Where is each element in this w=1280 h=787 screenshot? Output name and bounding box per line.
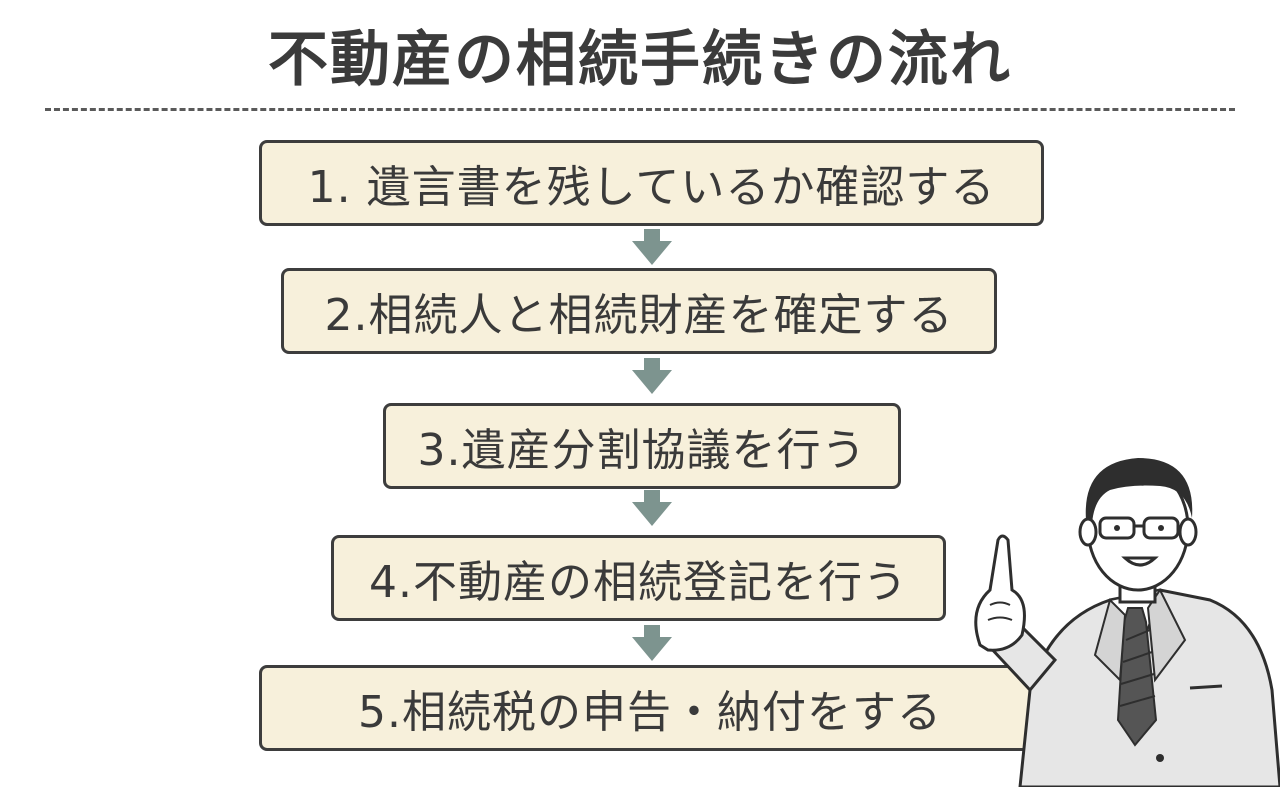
- dashed-divider: [45, 108, 1235, 111]
- arrow-down-icon: [632, 625, 672, 661]
- step-3-box: 3.遺産分割協議を行う: [383, 403, 901, 489]
- arrow-down-icon: [632, 229, 672, 265]
- businessman-pointing-icon: [974, 458, 1280, 787]
- diagram-title: 不動産の相続手続きの流れ: [268, 25, 1012, 95]
- step-5-box: 5.相続税の申告・納付をする: [259, 665, 1041, 751]
- step-2-box: 2.相続人と相続財産を確定する: [281, 268, 997, 354]
- arrow-down-icon: [632, 358, 672, 394]
- arrow-down-icon: [632, 490, 672, 526]
- step-1-box: 1. 遺言書を残しているか確認する: [259, 140, 1044, 226]
- step-4-box: 4.不動産の相続登記を行う: [331, 535, 946, 621]
